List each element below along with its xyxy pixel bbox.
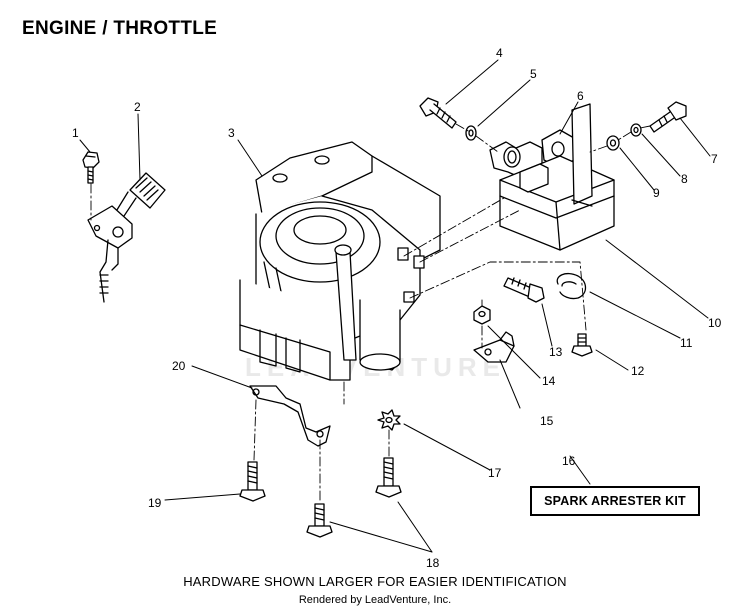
- part-2-throttle-control: [88, 173, 165, 302]
- callout-2: 2: [134, 100, 141, 114]
- callout-4: 4: [496, 46, 503, 60]
- part-5-washer: [466, 126, 476, 140]
- part-20-brace: [250, 386, 330, 446]
- part-4-bolt: [420, 98, 456, 128]
- callout-3: 3: [228, 126, 235, 140]
- callout-1: 1: [72, 126, 79, 140]
- part-10-muffler: [500, 104, 614, 250]
- footer-credit: Rendered by LeadVenture, Inc.: [298, 594, 452, 606]
- callout-15: 15: [540, 414, 554, 428]
- callout-11: 11: [680, 336, 693, 350]
- part-15-bracket: [474, 332, 514, 362]
- callout-12: 12: [631, 364, 645, 378]
- page-title: ENGINE / THROTTLE: [22, 18, 218, 39]
- part-18-bolt-a: [376, 458, 401, 497]
- part-8-lock-washer: [631, 124, 641, 136]
- callout-14: 14: [542, 374, 556, 388]
- part-7-bolt: [650, 102, 686, 132]
- callout-8: 8: [681, 172, 688, 186]
- spark-arrester-kit-label: SPARK ARRESTER KIT: [544, 494, 686, 508]
- part-18-bolt-b: [307, 504, 332, 537]
- footer-note: HARDWARE SHOWN LARGER FOR EASIER IDENTIF…: [183, 574, 567, 589]
- callout-13: 13: [549, 345, 563, 359]
- callout-6: 6: [577, 89, 584, 103]
- part-12-screw: [572, 334, 592, 356]
- callout-17: 17: [488, 466, 502, 480]
- callout-10: 10: [708, 316, 722, 330]
- callout-20: 20: [172, 359, 186, 373]
- callout-9: 9: [653, 186, 660, 200]
- part-9-washer: [607, 136, 619, 150]
- leader-lines: [80, 60, 710, 552]
- part-14-nut: [474, 306, 490, 324]
- spark-arrester-kit-box: SPARK ARRESTER KIT: [530, 486, 700, 516]
- part-17-star-washer: [378, 410, 400, 430]
- callout-7: 7: [711, 152, 718, 166]
- part-19-bolt: [240, 462, 265, 501]
- callout-19: 19: [148, 496, 162, 510]
- part-1-screw: [83, 152, 99, 183]
- part-3-engine: [240, 142, 440, 380]
- callout-5: 5: [530, 67, 537, 81]
- callout-16: 16: [562, 454, 576, 468]
- callout-18: 18: [426, 556, 440, 570]
- assembly-lines: [91, 124, 650, 502]
- part-13-bolt: [504, 278, 544, 302]
- part-11-clamp: [557, 274, 585, 299]
